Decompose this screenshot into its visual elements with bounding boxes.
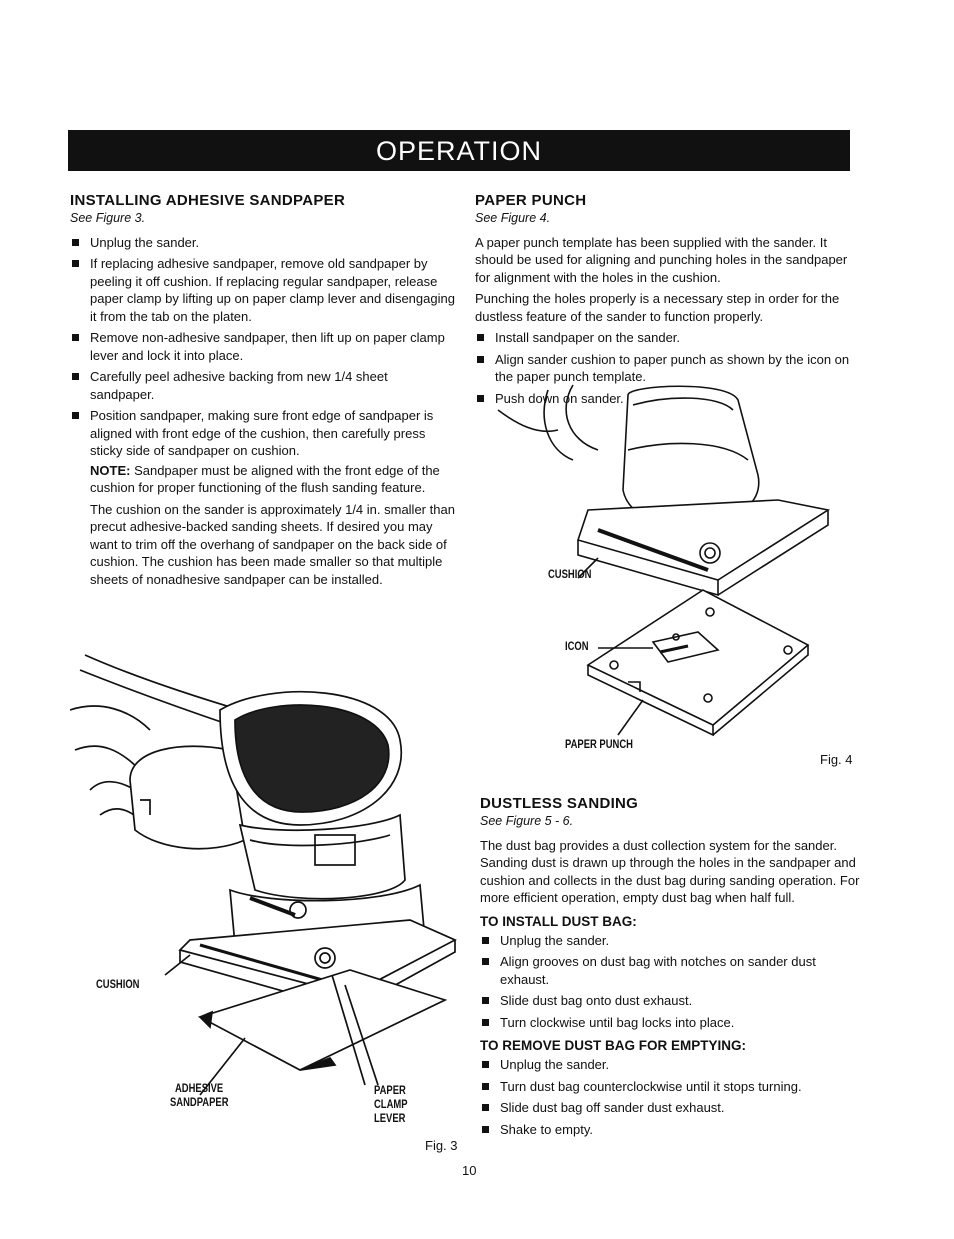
heading-paper-punch: PAPER PUNCH — [475, 192, 587, 209]
list-item: Unplug the sander. — [70, 234, 455, 252]
list-item: Slide dust bag off sander dust exhaust. — [480, 1099, 865, 1117]
remove-dust-bag-list: Unplug the sander. Turn dust bag counter… — [480, 1056, 865, 1138]
list-item: Shake to empty. — [480, 1121, 865, 1139]
fig3-paper-label-2: CLAMP — [374, 1099, 408, 1111]
fig3-paper-label-3: LEVER — [374, 1113, 406, 1125]
fig3-label: Fig. 3 — [425, 1138, 458, 1153]
page-number: 10 — [462, 1163, 477, 1178]
list-item: Turn clockwise until bag locks into plac… — [480, 1014, 865, 1032]
heading-install-dust-bag: TO INSTALL DUST BAG: — [480, 913, 637, 929]
note-text: Sandpaper must be aligned with the front… — [90, 462, 440, 496]
list-item: Align sander cushion to paper punch as s… — [475, 351, 860, 386]
list-item: Carefully peel adhesive backing from new… — [70, 368, 455, 403]
fig3-adhesive-label-2: SANDPAPER — [170, 1097, 229, 1109]
heading-remove-dust-bag: TO REMOVE DUST BAG FOR EMPTYING: — [480, 1038, 747, 1053]
fig4-paper-punch-label: PAPER PUNCH — [565, 739, 633, 751]
list-item: Unplug the sander. — [480, 1056, 865, 1074]
dustless-paragraph: The dust bag provides a dust collection … — [480, 837, 860, 906]
fig4-label: Fig. 4 — [820, 752, 853, 767]
fig4-cushion-label: CUSHION — [548, 569, 592, 581]
section-banner: OPERATION — [68, 130, 850, 171]
fig3-paper-label-1: PAPER — [374, 1085, 406, 1097]
list-item: Align grooves on dust bag with notches o… — [480, 953, 865, 988]
left-column: INSTALLING ADHESIVE SANDPAPER See Figure… — [70, 192, 455, 592]
heading-dustless-sanding: DUSTLESS SANDING — [480, 795, 639, 812]
cushion-paragraph: The cushion on the sander is approximate… — [90, 501, 455, 587]
right-column-top: PAPER PUNCH See Figure 4. A paper punch … — [475, 192, 860, 411]
paper-punch-bullet-list: Install sandpaper on the sander. Align s… — [475, 329, 860, 407]
list-item: Unplug the sander. — [480, 932, 865, 950]
fig3-cushion-label: CUSHION — [96, 979, 140, 991]
list-item: Remove non-adhesive sandpaper, then lift… — [70, 329, 455, 364]
list-item: Turn dust bag counterclockwise until it … — [480, 1078, 865, 1096]
install-dust-bag-list: Unplug the sander. Align grooves on dust… — [480, 932, 865, 1032]
list-item: Slide dust bag onto dust exhaust. — [480, 992, 865, 1010]
fig3-adhesive-label-1: ADHESIVE — [175, 1083, 224, 1095]
list-item: Position sandpaper, making sure front ed… — [70, 407, 455, 460]
figure-3-illustration — [70, 654, 457, 1096]
paper-punch-paragraph-2: Punching the holes properly is a necessa… — [475, 291, 840, 324]
figure-4-illustration — [497, 384, 831, 737]
see-figure-3: See Figure 3. — [70, 211, 146, 225]
list-item: Install sandpaper on the sander. — [475, 329, 860, 347]
paper-punch-paragraph-1: A paper punch template has been supplied… — [475, 234, 848, 285]
left-bullet-list: Unplug the sander. If replacing adhesive… — [70, 234, 455, 460]
right-column-bottom: DUSTLESS SANDING See Figure 5 - 6. The d… — [480, 795, 865, 1142]
heading-installing-adhesive-sandpaper: INSTALLING ADHESIVE SANDPAPER — [70, 192, 346, 209]
see-figure-4: See Figure 4. — [475, 211, 551, 225]
note-paragraph: NOTE: Sandpaper must be aligned with the… — [70, 462, 455, 497]
see-figure-5-6: See Figure 5 - 6. — [480, 814, 574, 828]
fig4-icon-label: ICON — [565, 641, 589, 653]
list-item: If replacing adhesive sandpaper, remove … — [70, 255, 455, 325]
list-item: Push down on sander. — [475, 390, 860, 408]
note-label: NOTE: — [90, 462, 131, 478]
